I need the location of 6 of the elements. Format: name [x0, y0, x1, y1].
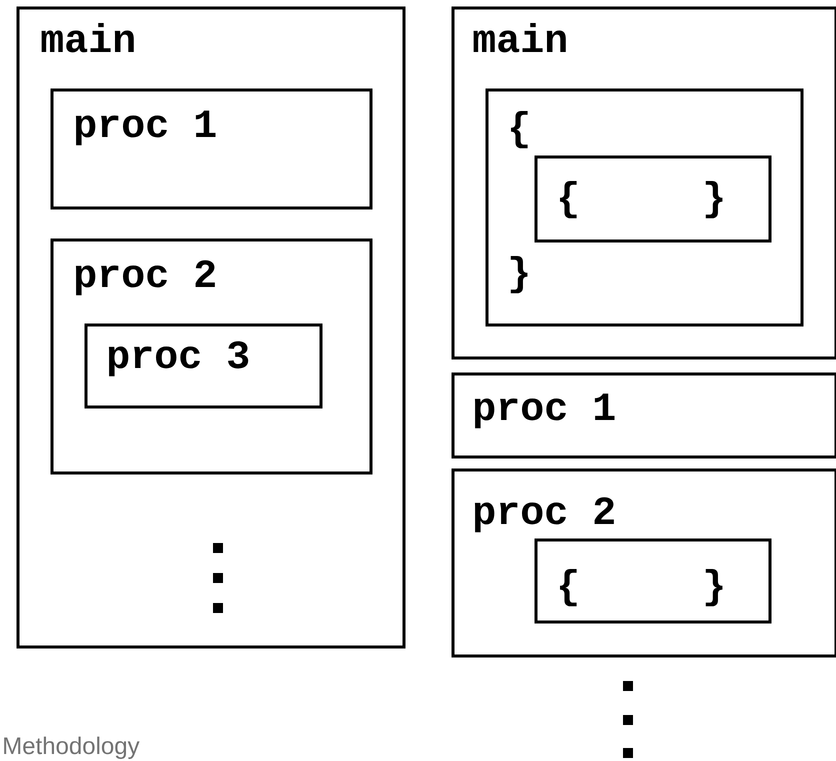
block-box: proc 3 [84, 324, 322, 408]
frame-box: proc 1 [452, 372, 836, 458]
footer-text: Methodology [4, 736, 140, 759]
block-box: proc 1 [50, 88, 372, 210]
block-box: { } [534, 538, 772, 624]
block-box: { } [534, 156, 772, 242]
